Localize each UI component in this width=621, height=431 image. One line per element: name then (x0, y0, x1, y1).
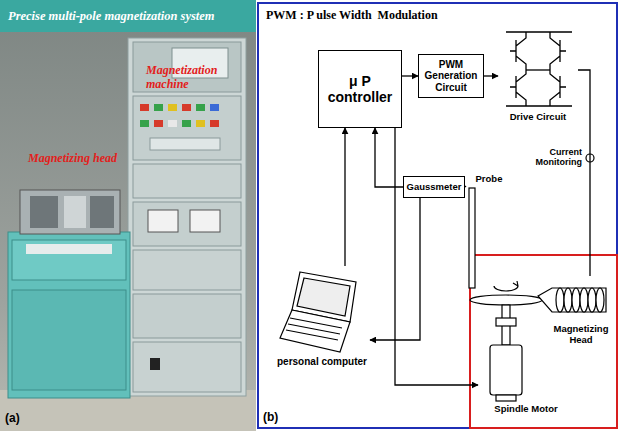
connector (402, 75, 418, 76)
node-text: PWM Generation Circuit (423, 59, 479, 94)
node-text: Probe (474, 174, 504, 185)
button-panel (133, 96, 241, 160)
instrument-box: Gaussmeter (403, 176, 465, 198)
probe-rod (469, 188, 475, 288)
laptop (280, 272, 356, 352)
drive-circuit: Drive Circuit (498, 26, 578, 126)
signal-label: Current Monitoring (528, 147, 582, 168)
panel-letter: (b) (263, 411, 278, 425)
connector (484, 75, 498, 76)
magnetizing-head: Magnetizing Head (530, 276, 612, 352)
machine-panel (133, 164, 241, 198)
meter-panel (133, 202, 241, 246)
computer: personal computer (274, 266, 370, 374)
spindle-motor: Spindle Motor (478, 340, 566, 424)
head-stand (8, 232, 130, 398)
spindle-assembly (470, 281, 542, 401)
connector (578, 70, 590, 276)
node-text: Gaussmeter (407, 182, 462, 193)
machine-panel (133, 250, 241, 290)
part-label: Magnetizing head (28, 152, 117, 166)
panel-letter: (a) (5, 412, 20, 426)
connector (375, 128, 403, 187)
probe: Probe (466, 174, 504, 188)
panel-title: Precise multi-pole magnetization system (8, 9, 215, 23)
magnetizing-head (20, 190, 120, 234)
buttons (140, 104, 220, 150)
process-box: PWM Generation Circuit (418, 54, 484, 98)
title-bar (0, 0, 256, 32)
machine-panel (133, 294, 241, 338)
magnetizing-coil (538, 288, 606, 312)
photo-background (0, 0, 256, 431)
node-text: Spindle Motor (486, 404, 566, 415)
connector (344, 128, 345, 266)
part-label: Magnetization machine (146, 64, 254, 92)
node-text: Magnetizing Head (552, 324, 610, 346)
region-outline (258, 3, 617, 428)
node-text: Drive Circuit (498, 112, 578, 123)
magnetization-machine (128, 38, 246, 396)
controller-box: μ P controller (318, 50, 402, 128)
node-text: personal computer (274, 356, 370, 368)
machine-panel (133, 342, 241, 392)
connector (465, 186, 466, 187)
region-outline (470, 255, 617, 428)
connector (395, 128, 478, 385)
transistor-bridge (506, 32, 572, 106)
node-text: μ P controller (323, 73, 397, 105)
diagram-title: PWM : P ulse Width Modulation (266, 9, 438, 23)
